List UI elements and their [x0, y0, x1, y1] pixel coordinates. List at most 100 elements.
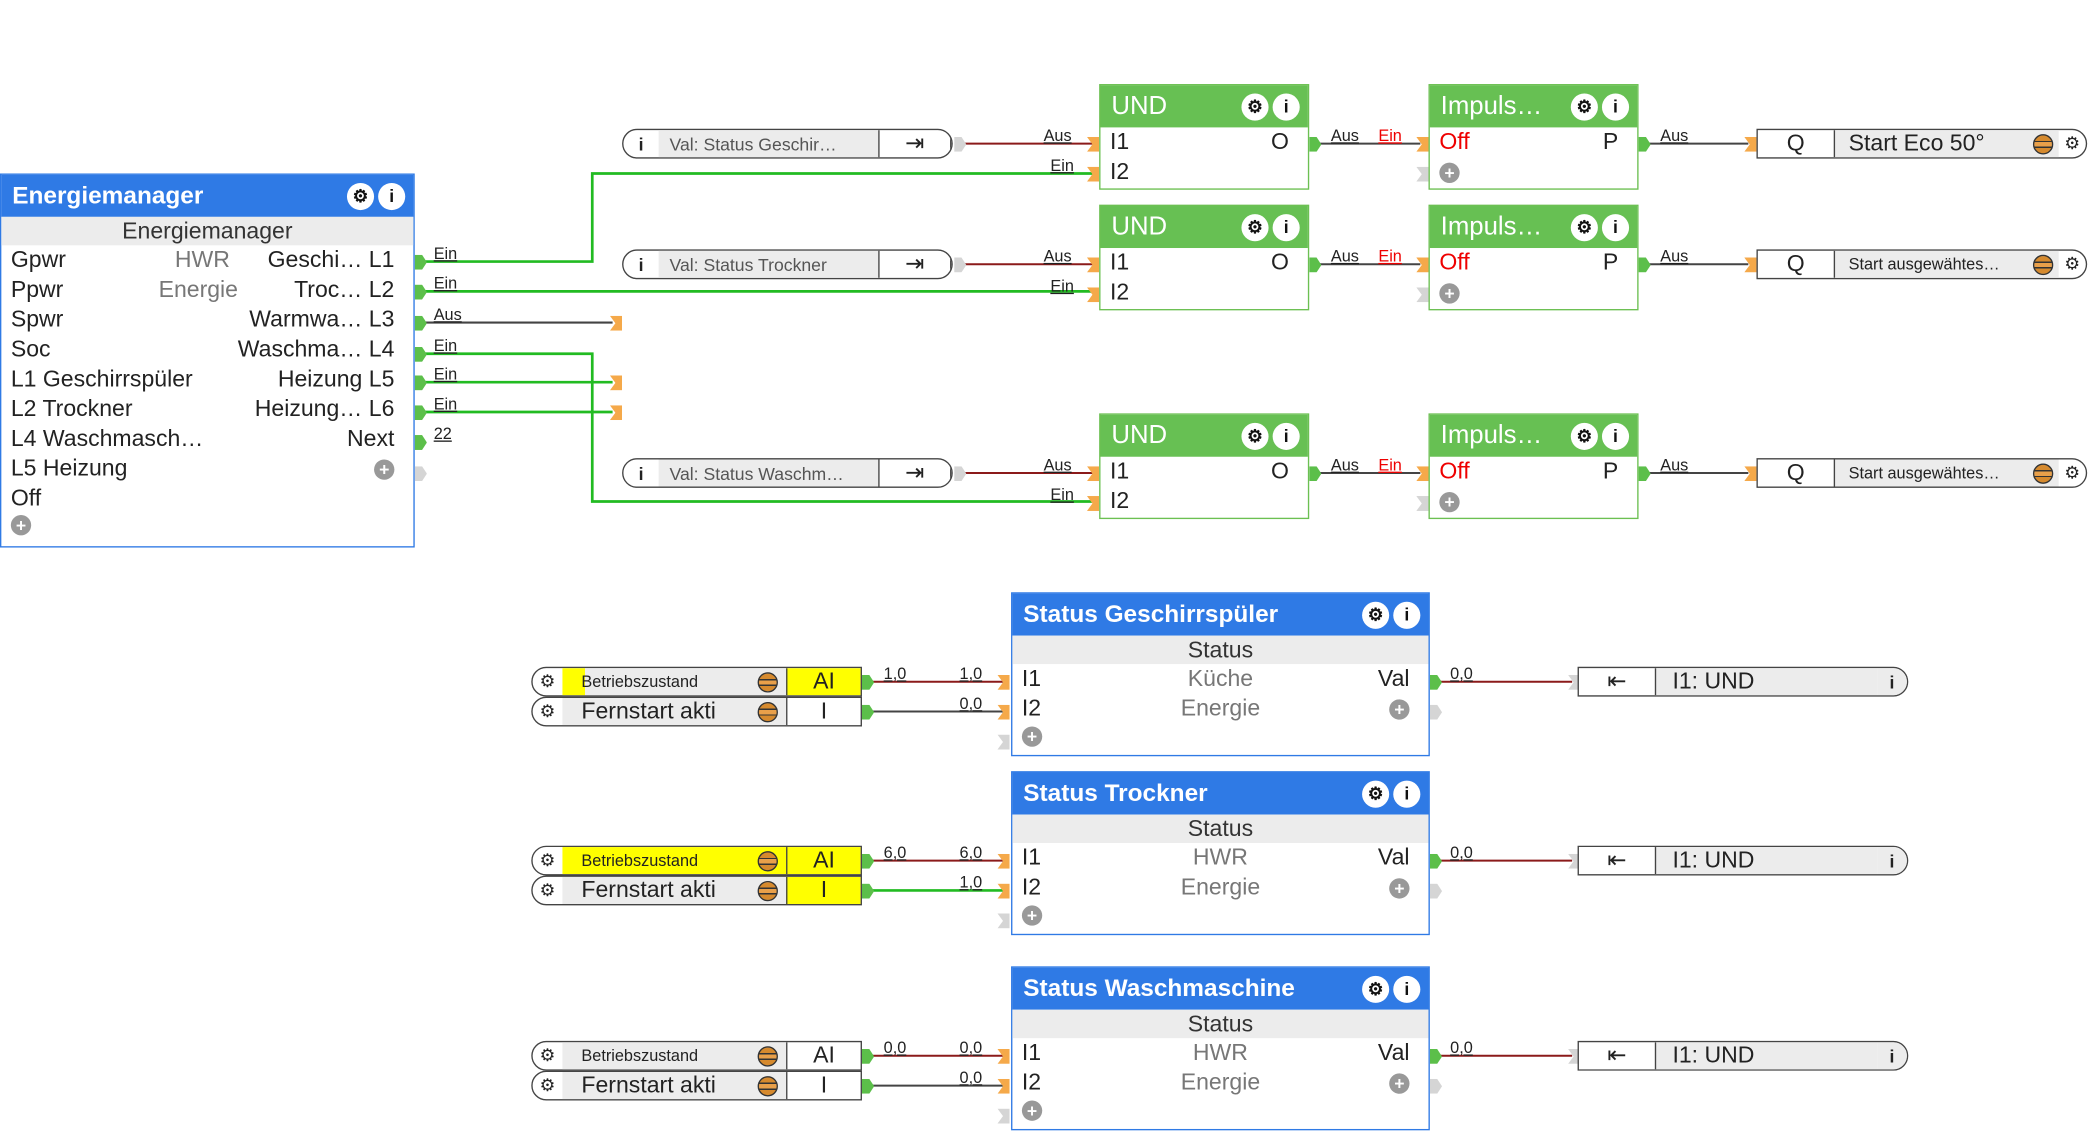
- output-port[interactable]: [954, 257, 967, 273]
- input-port[interactable]: [1086, 136, 1100, 152]
- info-icon[interactable]: i: [1393, 601, 1421, 629]
- add-input-icon[interactable]: +: [1021, 1100, 1043, 1121]
- gear-icon[interactable]: ⚙: [539, 700, 556, 722]
- block-header[interactable]: Impuls…⚙i: [1429, 85, 1638, 128]
- output-port[interactable]: [861, 883, 875, 899]
- block-header[interactable]: Impuls…⚙i: [1429, 414, 1638, 457]
- input-port[interactable]: [997, 704, 1010, 720]
- info-icon[interactable]: i: [1601, 92, 1630, 120]
- block-header[interactable]: Status Geschirrspüler⚙i: [1012, 593, 1429, 636]
- input-port[interactable]: [1086, 166, 1100, 182]
- input-port[interactable]: [1744, 466, 1757, 482]
- output-port[interactable]: [1429, 1078, 1443, 1094]
- input-port[interactable]: [1568, 853, 1581, 869]
- input-port[interactable]: [609, 375, 623, 391]
- info-icon[interactable]: i: [638, 462, 644, 484]
- add-input-icon[interactable]: +: [1021, 726, 1043, 747]
- block-header[interactable]: Status Waschmaschine⚙i: [1012, 967, 1429, 1010]
- info-icon[interactable]: i: [1601, 422, 1630, 450]
- info-icon[interactable]: i: [1601, 213, 1630, 241]
- block-header[interactable]: Energiemanager ⚙i: [1, 174, 414, 217]
- gear-icon[interactable]: ⚙: [539, 1044, 556, 1066]
- input-port[interactable]: [997, 883, 1010, 899]
- info-icon[interactable]: i: [638, 254, 644, 275]
- output-port[interactable]: [414, 405, 427, 421]
- input-port[interactable]: [609, 315, 623, 331]
- info-icon[interactable]: i: [1272, 213, 1300, 241]
- add-output-icon[interactable]: +: [1389, 699, 1410, 720]
- gear-icon[interactable]: ⚙: [2064, 253, 2081, 274]
- info-icon[interactable]: i: [1272, 422, 1300, 450]
- gear-icon[interactable]: ⚙: [2064, 462, 2081, 483]
- input-port[interactable]: [997, 913, 1010, 929]
- input-port[interactable]: [997, 1078, 1010, 1094]
- output-port[interactable]: [1638, 136, 1651, 152]
- gear-icon[interactable]: ⚙: [1362, 975, 1390, 1003]
- output-port[interactable]: [1638, 466, 1651, 482]
- gear-icon[interactable]: ⚙: [2064, 132, 2081, 154]
- output-port[interactable]: [414, 315, 427, 331]
- gear-icon[interactable]: ⚙: [539, 879, 556, 900]
- input-port[interactable]: [1086, 466, 1100, 482]
- output-port[interactable]: [414, 284, 427, 300]
- output-port[interactable]: [1429, 704, 1443, 720]
- gear-icon[interactable]: ⚙: [1570, 422, 1598, 450]
- input-port[interactable]: [1416, 166, 1429, 182]
- block-header[interactable]: UND⚙i: [1100, 206, 1308, 249]
- gear-icon[interactable]: ⚙: [1362, 601, 1390, 629]
- add-output-icon[interactable]: +: [374, 459, 395, 480]
- add-input-icon[interactable]: +: [1439, 162, 1460, 183]
- input-port[interactable]: [1568, 1049, 1581, 1064]
- info-icon[interactable]: i: [1393, 779, 1421, 808]
- gear-icon[interactable]: ⚙: [539, 670, 556, 692]
- gear-icon[interactable]: ⚙: [1570, 92, 1598, 120]
- input-port[interactable]: [1416, 257, 1429, 273]
- add-output-icon[interactable]: +: [1389, 878, 1410, 899]
- block-header[interactable]: UND⚙i: [1100, 85, 1308, 128]
- output-port[interactable]: [861, 674, 875, 690]
- gear-icon[interactable]: ⚙: [1362, 779, 1390, 808]
- output-port[interactable]: [414, 435, 427, 450]
- output-port[interactable]: [414, 466, 427, 482]
- input-port[interactable]: [1416, 287, 1429, 303]
- input-port[interactable]: [1568, 674, 1581, 690]
- output-port[interactable]: [861, 1049, 875, 1064]
- info-icon[interactable]: i: [638, 133, 644, 154]
- output-port[interactable]: [414, 346, 427, 362]
- input-port[interactable]: [1086, 287, 1100, 303]
- output-port[interactable]: [1309, 466, 1322, 482]
- gear-icon[interactable]: ⚙: [539, 1074, 556, 1096]
- block-header[interactable]: Status Trockner⚙i: [1012, 772, 1429, 815]
- input-port[interactable]: [997, 853, 1010, 869]
- gear-icon[interactable]: ⚙: [1570, 213, 1598, 241]
- info-icon[interactable]: i: [378, 182, 406, 210]
- input-port[interactable]: [997, 1108, 1010, 1124]
- output-port[interactable]: [861, 853, 875, 869]
- gear-icon[interactable]: ⚙: [539, 849, 556, 871]
- input-port[interactable]: [1416, 136, 1429, 152]
- input-port[interactable]: [997, 674, 1010, 690]
- input-port[interactable]: [997, 734, 1010, 750]
- input-port[interactable]: [609, 405, 623, 421]
- info-icon[interactable]: i: [1272, 92, 1300, 120]
- block-header[interactable]: Impuls…⚙i: [1429, 206, 1638, 249]
- add-output-icon[interactable]: +: [1389, 1073, 1410, 1094]
- output-port[interactable]: [1429, 853, 1443, 869]
